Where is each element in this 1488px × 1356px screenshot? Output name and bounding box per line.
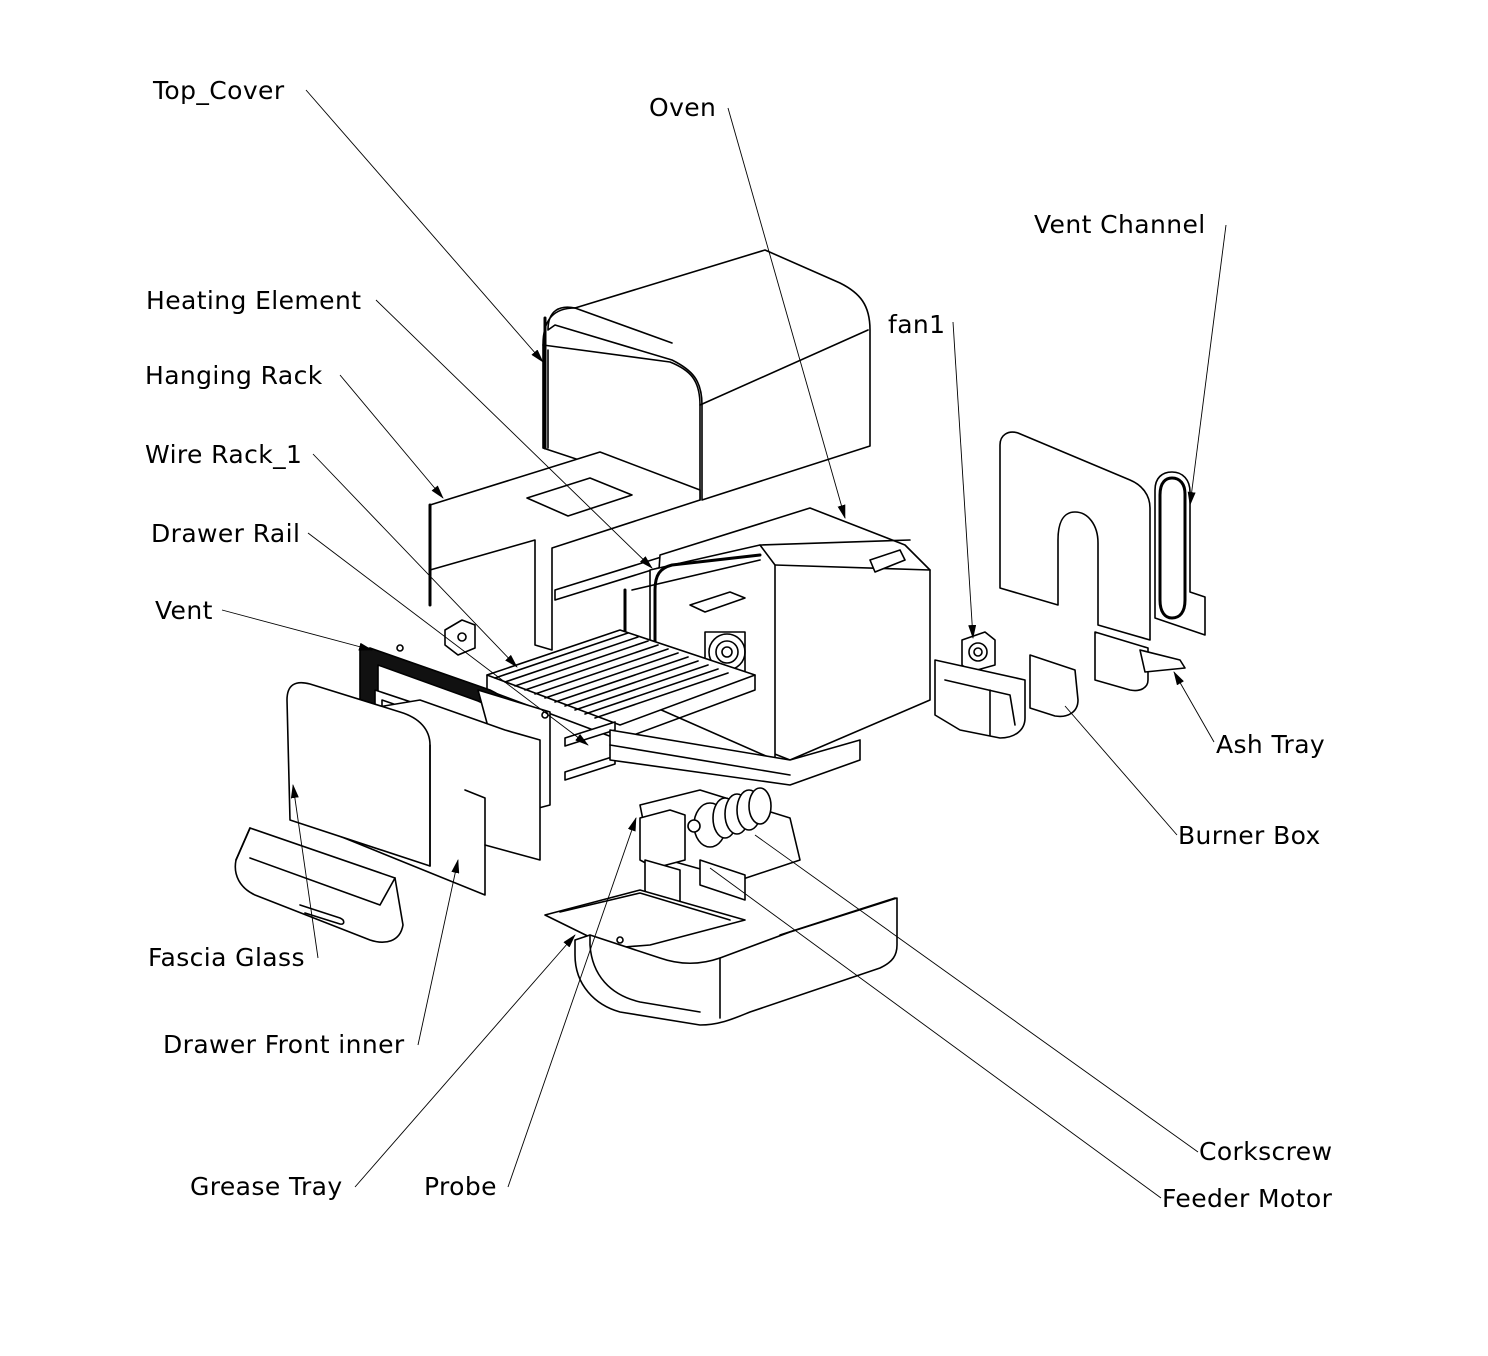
leader-wire-rack bbox=[312, 453, 518, 668]
vent-small-part bbox=[444, 619, 476, 656]
label-drawer-front-inner: Drawer Front inner bbox=[163, 1030, 405, 1059]
leader-hanging-rack bbox=[339, 374, 444, 499]
leader-heating-element bbox=[375, 299, 653, 569]
drawer-rail-part bbox=[564, 721, 861, 786]
label-top-cover: Top_Cover bbox=[153, 76, 285, 105]
leader-top-cover bbox=[305, 89, 544, 363]
leader-vent-channel bbox=[1187, 224, 1227, 506]
label-probe: Probe bbox=[424, 1172, 497, 1201]
label-fascia-glass: Fascia Glass bbox=[148, 943, 305, 972]
leader-corkscrew bbox=[754, 834, 1199, 1153]
wire-rack-part bbox=[486, 629, 756, 741]
label-oven: Oven bbox=[649, 93, 717, 122]
leader-probe bbox=[507, 817, 637, 1188]
burner-box-part bbox=[934, 654, 1079, 739]
label-wire-rack-1: Wire Rack_1 bbox=[145, 440, 303, 469]
leader-lines bbox=[221, 89, 1227, 1199]
top-cover-part bbox=[542, 249, 871, 501]
label-burner-box: Burner Box bbox=[1178, 821, 1321, 850]
oven-part bbox=[649, 507, 949, 761]
label-drawer-rail: Drawer Rail bbox=[151, 519, 301, 548]
fan1-part bbox=[961, 631, 996, 673]
vent-channel-part bbox=[1154, 471, 1206, 636]
leader-drawer-rail bbox=[307, 532, 589, 746]
label-fan1: fan1 bbox=[888, 310, 946, 339]
feeder-assembly-part bbox=[639, 787, 801, 906]
label-vent-channel: Vent Channel bbox=[1034, 210, 1206, 239]
leader-drawer-front-inner bbox=[417, 859, 460, 1046]
label-vent: Vent bbox=[155, 596, 213, 625]
label-ash-tray: Ash Tray bbox=[1216, 730, 1326, 759]
leader-ash-tray bbox=[1173, 671, 1215, 743]
leader-fan1 bbox=[952, 321, 977, 639]
ash-tray-part bbox=[1094, 631, 1186, 692]
fascia-glass-part bbox=[286, 681, 431, 867]
leader-feeder-motor bbox=[709, 867, 1162, 1199]
leader-fascia-glass bbox=[290, 784, 319, 959]
bottom-pan-part bbox=[574, 897, 898, 1026]
leader-vent bbox=[221, 609, 373, 651]
label-heating-element: Heating Element bbox=[146, 286, 362, 315]
leader-oven bbox=[727, 107, 846, 519]
vent-channel-plate-part bbox=[999, 431, 1151, 641]
leader-grease-tray bbox=[354, 934, 576, 1188]
label-hanging-rack: Hanging Rack bbox=[145, 361, 323, 390]
label-grease-tray: Grease Tray bbox=[190, 1172, 343, 1201]
front-tray-part bbox=[234, 827, 404, 943]
label-feeder-motor: Feeder Motor bbox=[1162, 1184, 1333, 1213]
label-corkscrew: Corkscrew bbox=[1199, 1137, 1333, 1166]
leader-burner-box bbox=[1064, 705, 1178, 836]
